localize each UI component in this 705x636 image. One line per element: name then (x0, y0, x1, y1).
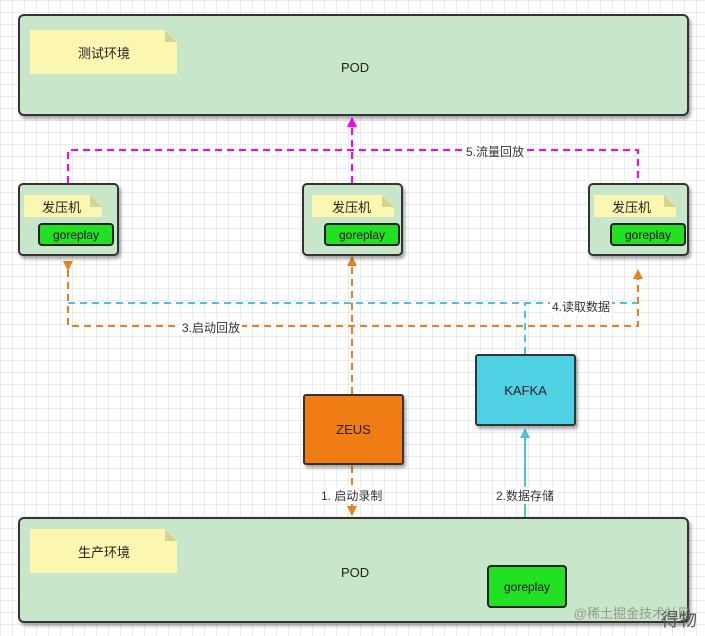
watermark-overlay: 得物 (661, 610, 697, 630)
kafka-node: KAFKA (475, 354, 576, 426)
goreplay-badge: goreplay (610, 223, 686, 246)
press-machine-right: 发压机 goreplay (588, 183, 689, 256)
press-note: 发压机 (24, 195, 102, 217)
test-env-note: 测试环境 (30, 30, 177, 74)
prod-goreplay-badge: goreplay (487, 565, 567, 608)
prod-pod-label: POD (341, 565, 370, 580)
kafka-label: KAFKA (504, 382, 547, 398)
press-label: 发压机 (42, 199, 82, 215)
watermark: @稀土掘金技术社区 (573, 606, 691, 621)
flow-replay-line (67, 149, 639, 183)
zeus-node: ZEUS (303, 394, 404, 465)
test-env-pod: 测试环境 POD (18, 14, 689, 116)
press-label: 发压机 (612, 199, 652, 215)
goreplay-badge: goreplay (324, 223, 400, 246)
flow-label-step3: 3.启动回放 (180, 319, 243, 336)
test-env-label: 测试环境 (78, 45, 131, 61)
press-machine-center: 发压机 goreplay (302, 183, 403, 256)
goreplay-badge: goreplay (38, 223, 114, 246)
goreplay-label: goreplay (52, 227, 100, 242)
test-pod-label: POD (341, 60, 370, 75)
prod-env-pod: 生产环境 POD goreplay (18, 517, 689, 623)
flow-label-step2: 2.数据存储 (494, 487, 557, 504)
goreplay-label: goreplay (503, 579, 551, 594)
start-replay-line (63, 261, 643, 327)
prod-env-label: 生产环境 (78, 544, 131, 560)
prod-env-note: 生产环境 (30, 529, 177, 573)
zeus-label: ZEUS (336, 422, 371, 437)
flow-label-step1: 1. 启动录制 (319, 487, 385, 504)
press-note: 发压机 (594, 195, 676, 217)
goreplay-label: goreplay (338, 227, 386, 242)
press-note: 发压机 (312, 195, 394, 217)
press-label: 发压机 (332, 199, 372, 215)
flow-label-step5: 5.流量回放 (464, 143, 527, 160)
press-machine-left: 发压机 goreplay (18, 183, 119, 256)
flow-label-step4: 4.读取数据 (550, 298, 613, 315)
goreplay-label: goreplay (624, 227, 672, 242)
